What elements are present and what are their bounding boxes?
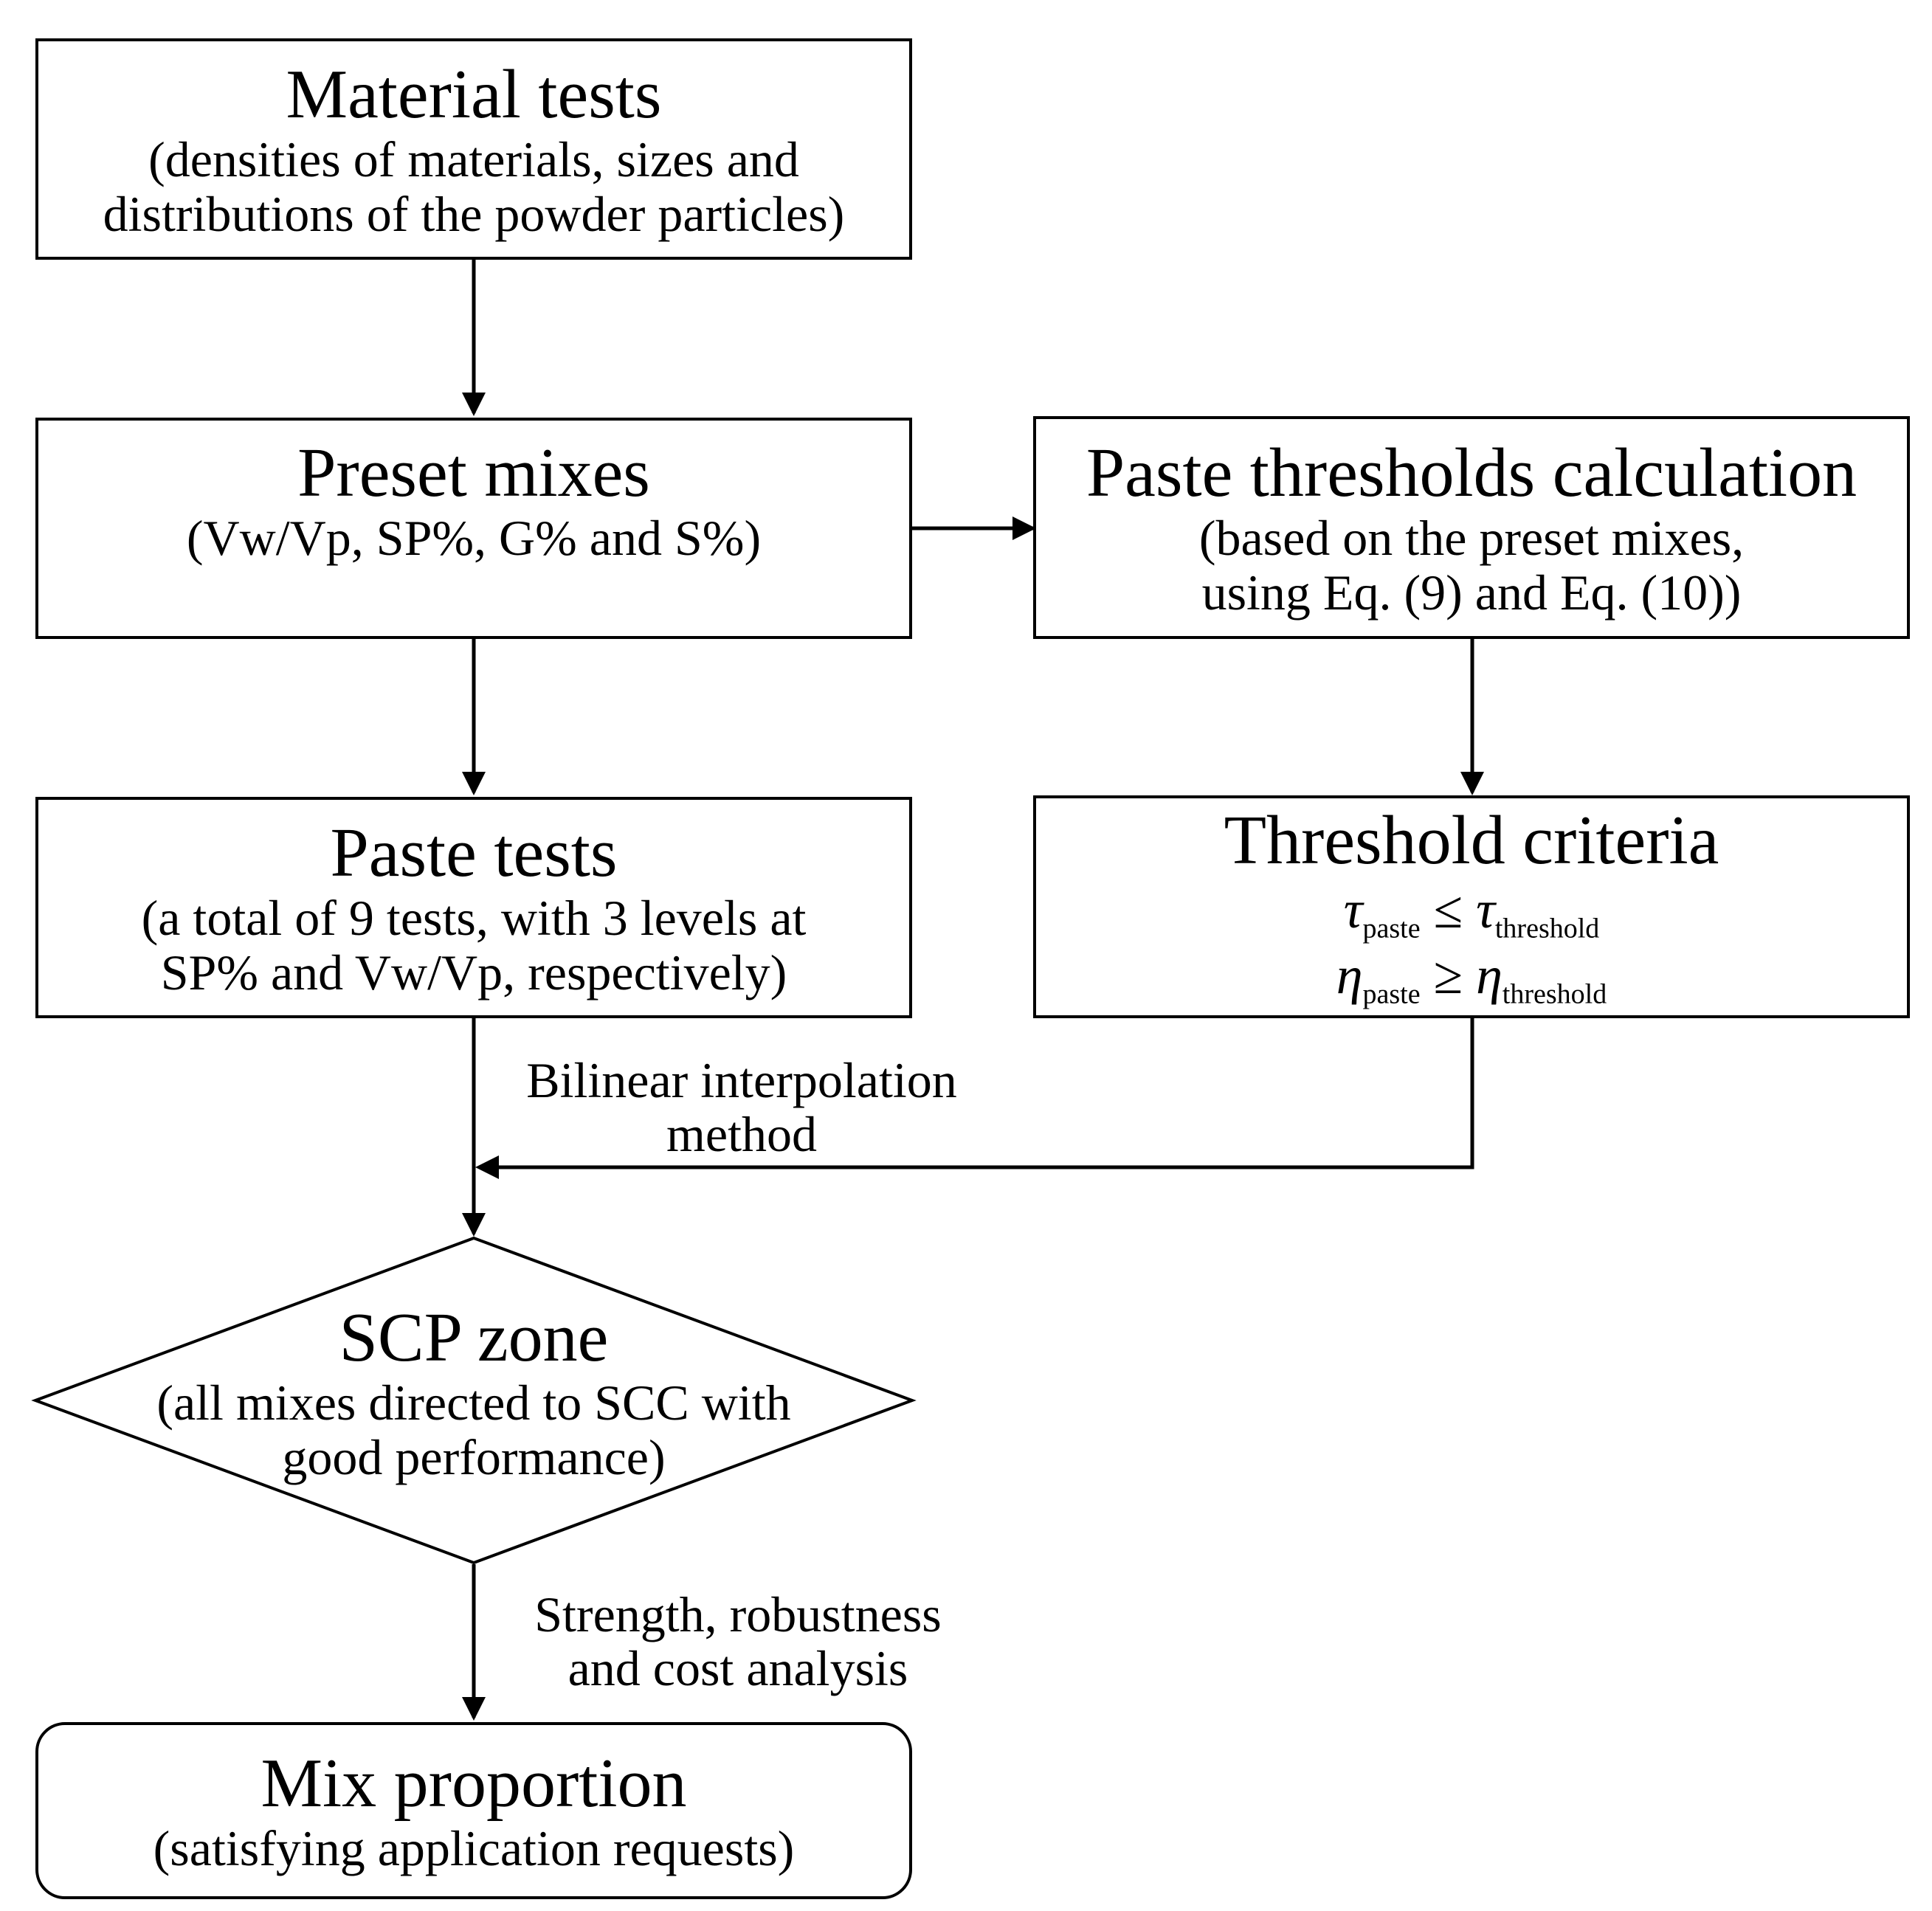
paste-thresholds-sub-line2: using Eq. (9) and Eq. (10)) xyxy=(1201,564,1742,621)
material-tests-box: Material tests (densities of materials, … xyxy=(35,38,912,260)
formula2-sub-left: paste xyxy=(1362,978,1421,1009)
formula2-sub-right: threshold xyxy=(1502,978,1607,1009)
threshold-criteria-box: Threshold criteria τpaste ≤ τthreshold η… xyxy=(1033,795,1910,1018)
arrowhead-scp-to-mix xyxy=(462,1697,486,1721)
scp-zone-title: SCP zone xyxy=(339,1299,609,1376)
yield-stress-criterion: τpaste ≤ τthreshold xyxy=(1344,880,1600,945)
arrowhead-thresholds-to-criteria xyxy=(1460,772,1484,795)
paste-tests-title: Paste tests xyxy=(330,814,618,891)
material-tests-sub-line1: (densities of materials, sizes and xyxy=(148,131,799,188)
material-tests-title: Material tests xyxy=(286,55,662,133)
arrowhead-paste-tests-to-scp xyxy=(462,1213,486,1237)
formula2-operator: ≥ xyxy=(1433,945,1463,1005)
material-tests-sub-line2: distributions of the powder particles) xyxy=(103,185,845,242)
arrowhead-preset-to-paste-tests xyxy=(462,772,486,795)
formula1-sub-left: paste xyxy=(1362,913,1421,944)
mix-proportion-sub-line1: (satisfying application requests) xyxy=(153,1820,795,1876)
paste-tests-sub-line1: (a total of 9 tests, with 3 levels at xyxy=(141,890,807,947)
tau-symbol-right: τ xyxy=(1476,880,1495,939)
preset-mixes-box: Preset mixes (Vw/Vp, SP%, G% and S%) xyxy=(35,418,912,639)
bilinear-label-line1: Bilinear interpolation xyxy=(526,1052,957,1108)
arrowhead-material-to-preset xyxy=(462,393,486,416)
paste-tests-sub-line2: SP% and Vw/Vp, respectively) xyxy=(160,944,787,1001)
mix-proportion-box: Mix proportion (satisfying application r… xyxy=(35,1722,912,1899)
line-criteria-to-join xyxy=(494,1018,1474,1169)
paste-thresholds-sub-line1: (based on the preset mixes, xyxy=(1198,510,1745,567)
paste-thresholds-title: Paste thresholds calculation xyxy=(1086,434,1857,511)
strength-label-line2: and cost analysis xyxy=(567,1640,908,1697)
threshold-criteria-title: Threshold criteria xyxy=(1224,802,1719,880)
scp-zone-sub-line2: good performance) xyxy=(282,1428,666,1485)
arrowhead-preset-to-thresholds xyxy=(1012,516,1036,540)
paste-thresholds-box: Paste thresholds calculation (based on t… xyxy=(1033,416,1910,639)
strength-label-line1: Strength, robustness xyxy=(534,1586,942,1642)
formula1-operator: ≤ xyxy=(1433,880,1463,939)
scp-zone-text: SCP zone (all mixes directed to SCC with… xyxy=(105,1299,843,1485)
scp-zone-sub-line1: (all mixes directed to SCC with xyxy=(156,1375,791,1431)
strength-analysis-label: Strength, robustness and cost analysis xyxy=(502,1586,974,1697)
bilinear-interpolation-label: Bilinear interpolation method xyxy=(487,1052,996,1163)
eta-symbol-right: η xyxy=(1476,945,1503,1005)
mix-proportion-title: Mix proportion xyxy=(261,1744,687,1822)
viscosity-criterion: ηpaste ≥ ηthreshold xyxy=(1336,945,1607,1011)
tau-symbol: τ xyxy=(1343,880,1363,939)
arrowhead-criteria-join xyxy=(475,1155,499,1179)
formula1-sub-right: threshold xyxy=(1494,913,1600,944)
paste-tests-box: Paste tests (a total of 9 tests, with 3 … xyxy=(35,797,912,1018)
scp-zone-diamond xyxy=(31,1236,917,1565)
preset-mixes-title: Preset mixes xyxy=(297,435,650,511)
bilinear-label-line2: method xyxy=(666,1106,817,1163)
preset-mixes-sub-line1: (Vw/Vp, SP%, G% and S%) xyxy=(186,510,762,567)
eta-symbol: η xyxy=(1336,945,1363,1005)
